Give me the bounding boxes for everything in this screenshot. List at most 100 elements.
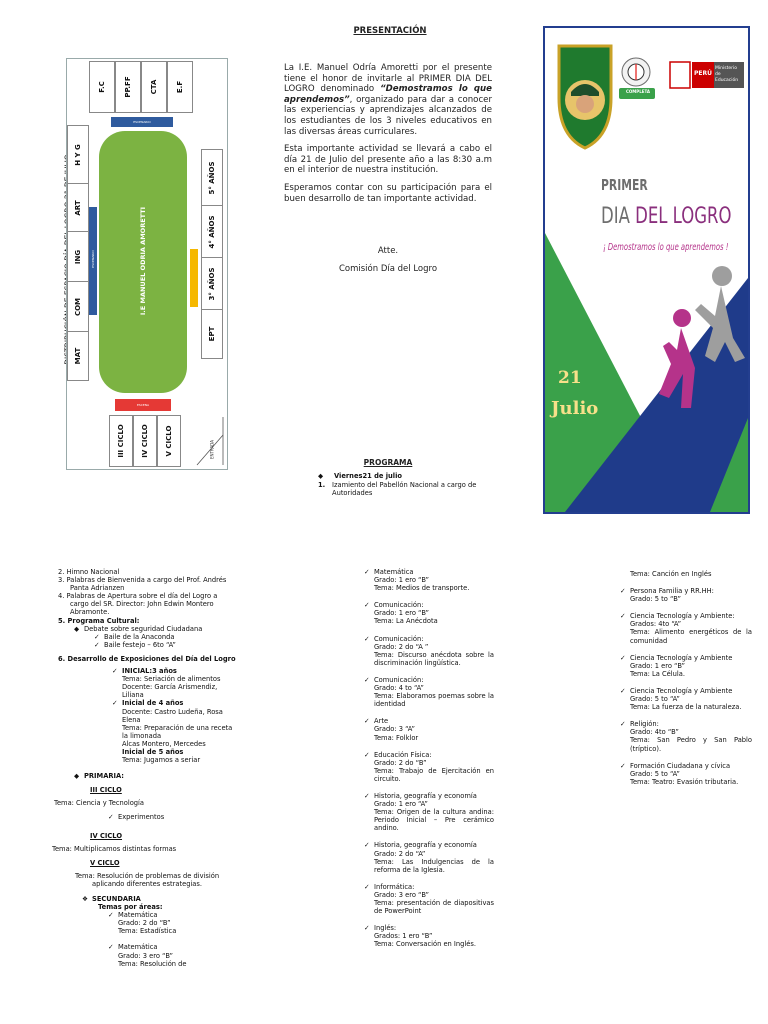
program-block-grade: Grado: 4to “B”: [630, 728, 679, 737]
program-block-grade: Grado: 5 to “B”: [630, 595, 681, 604]
program-item-1: 1. Izamiento del Pabellón Nacional a car…: [318, 481, 477, 498]
program-block-grade: Grado: 2 do “A”: [374, 849, 426, 858]
cover-logo-text: COMPLETA: [625, 89, 651, 94]
diamond-bullet-icon: ◆: [74, 772, 80, 781]
room-hyg: H Y G: [67, 125, 89, 185]
program-line: ✓Baile festejo – 6to “A”: [94, 640, 176, 649]
program-block-grade: Grado: 3 ero “B”: [374, 890, 430, 899]
cover-title-dia-del-logro: DIA DEL LOGRO: [601, 204, 732, 229]
program-column-1: 2. Himno Nacional 3. Palabras de Bienven…: [52, 568, 236, 968]
presentation-signature: Comisión Día del Logro: [338, 264, 438, 274]
program-block: ✓Inglés:Grados: 1 ero “B”Tema: Conversac…: [346, 924, 494, 948]
room-cta: CTA: [141, 61, 167, 113]
room-iv-ciclo: IV CICLO: [133, 415, 157, 467]
program-block-grade: Grado: 5 to “A”: [630, 769, 680, 778]
cover-ministry-text: Ministerio de Educación: [715, 66, 739, 83]
presentation-body: La I.E. Manuel Odría Amoretti por el pre…: [284, 63, 492, 211]
program-block-grade: Grado: 3 “A”: [374, 725, 415, 734]
stage-bar-top: ESCENARIO: [111, 117, 173, 127]
program-line: ✓Baile de la Anaconda: [94, 632, 175, 641]
cover-slogan: ¡ Demostramos lo que aprendemos !: [603, 242, 729, 253]
program-block: ✓Comunicación:Grado: 4 to “A”Tema: Elabo…: [346, 676, 494, 708]
program-block-topic: Tema: Discurso anécdota sobre la discrim…: [374, 650, 494, 667]
program-block-area: ✓Inglés:: [364, 924, 397, 933]
cover-peru-text: PERÚ: [694, 70, 712, 77]
program-line: 4. Palabras de Apertura sobre el día del…: [58, 592, 218, 617]
check-icon: ✓: [364, 750, 370, 759]
program-line: Tema: Ciencia y Tecnología: [54, 799, 144, 808]
program-line: Tema: Resolución de problemas de divisió…: [74, 871, 220, 888]
check-icon: ✓: [94, 640, 100, 649]
program-line: ✓Matemática: [108, 943, 158, 952]
central-court: I.E MANUEL ODRIA AMORETTI: [99, 131, 187, 393]
program-line: IV CICLO: [90, 831, 123, 840]
stage-bar-right: [190, 249, 198, 307]
check-icon: ✓: [364, 601, 370, 610]
presentation-p3: Esperamos contar con su participación pa…: [284, 182, 492, 204]
program-line: Grado: 2 do “B”: [118, 919, 171, 928]
program-line: 6. Desarrollo de Exposiciones del Día de…: [58, 654, 236, 663]
program-line: III CICLO: [90, 786, 122, 795]
presentation-p2: Esta importante actividad se llevará a c…: [284, 144, 492, 176]
cover-title-primer: PRIMER: [601, 176, 648, 194]
program-block-topic: Tema: Las Indulgencias de la reforma de …: [374, 857, 494, 874]
check-icon: ✓: [364, 924, 370, 933]
check-icon: ✓: [620, 686, 626, 695]
program-block-topic: Tema: Alimento energéticos de la comunid…: [630, 628, 752, 645]
program-block-area: ✓Ciencia Tecnología y Ambiente:: [620, 612, 735, 621]
program-line: 5. Programa Cultural:: [58, 616, 140, 625]
check-icon: ✓: [620, 587, 626, 596]
program-line: ✓Matemática: [108, 911, 158, 920]
check-icon: ✓: [108, 943, 114, 952]
program-block-grade: Grado: 1 ero “B”: [630, 661, 686, 670]
program-line: Alcas Montero, Mercedes: [122, 739, 206, 748]
check-icon: ✓: [364, 634, 370, 643]
check-icon: ✓: [108, 813, 114, 822]
room-mat: MAT: [67, 331, 89, 381]
program-block-topic: Tema: Origen de la cultura andina: Perio…: [374, 808, 494, 833]
program-block-area: ✓Ciencia Tecnología y Ambiente: [620, 686, 733, 695]
room-ef: E.F: [167, 61, 193, 113]
program-line: Docente: Castro Ludeña, Rosa Elena: [122, 707, 223, 724]
program-block-grade: Grado: 2 do “A ”: [374, 642, 429, 651]
room-v-ciclo: V CICLO: [157, 415, 181, 467]
program-block-grade: Grado: 2 do “B”: [374, 758, 427, 767]
diamond-bullet-icon: ◆: [74, 624, 80, 633]
program-block-topic: Tema: La Anécdota: [374, 617, 438, 626]
cover-month: Julio: [551, 398, 599, 419]
program-block-area: ✓Religión:: [620, 720, 659, 729]
program-block-topic: Tema: presentación de diapositivas de Po…: [374, 899, 494, 916]
program-block-grade: Grados: 4to “A”: [630, 620, 682, 629]
room-5-anos: 5° AÑOS: [201, 149, 223, 207]
program-line: Inicial de 5 años: [122, 747, 184, 756]
presentation-closing: Atte.: [377, 246, 399, 256]
room-3-anos: 3° AÑOS: [201, 257, 223, 311]
program-block-topic: Tema: La fuerza de la naturaleza.: [630, 703, 742, 712]
program-line: Grado: 3 ero “B”: [118, 951, 174, 960]
program-block: ✓Comunicación:Grado: 1 ero “B”Tema: La A…: [346, 601, 494, 625]
program-block-area: ✓Historia, geografía y economía: [364, 791, 477, 800]
program-line: ✓Experimentos: [108, 813, 165, 822]
program-block: ✓Comunicación:Grado: 2 do “A ”Tema: Disc…: [346, 635, 494, 667]
program-column-3: Tema: Canción en Inglés✓Persona Familia …: [606, 570, 752, 795]
program-block: ✓Ciencia Tecnología y Ambiente:Grados: 4…: [606, 612, 752, 644]
check-icon: ✓: [112, 699, 118, 708]
program-block-topic: Tema: Conversación en Inglés.: [374, 940, 476, 949]
room-fc: F.C: [89, 61, 115, 113]
program-title: PROGRAMA: [363, 458, 413, 467]
check-icon: ✓: [364, 882, 370, 891]
program-block-topic: Tema: Folklor: [374, 733, 419, 742]
room-ing: ING: [67, 231, 89, 283]
program-line: ◆Debate sobre seguridad Ciudadana: [74, 624, 203, 633]
program-block: ✓Educación Física:Grado: 2 do “B”Tema: T…: [346, 751, 494, 783]
program-line: ✓Inicial de 4 años: [112, 699, 184, 708]
check-icon: ✓: [620, 612, 626, 621]
check-icon: ✓: [364, 717, 370, 726]
check-icon: ✓: [364, 791, 370, 800]
room-ppff: PP.FF: [115, 61, 141, 113]
program-block-grade: Grado: 5 to “A”: [630, 695, 680, 704]
